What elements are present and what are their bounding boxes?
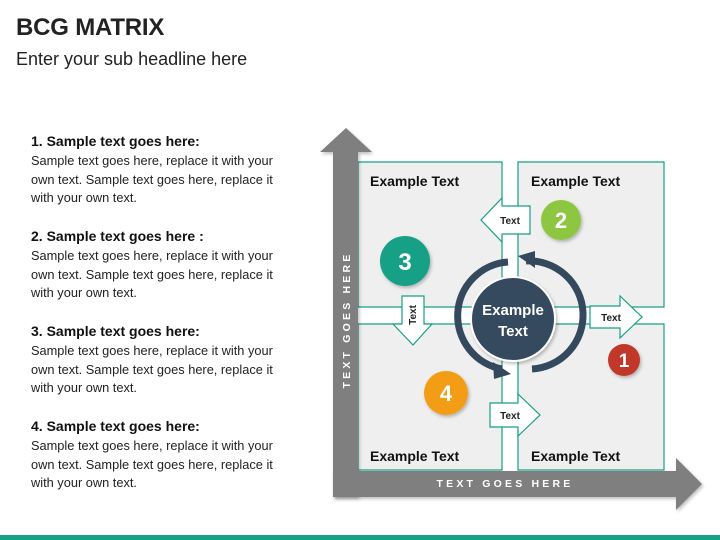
point-4: 4. Sample text goes here: Sample text go… <box>31 418 291 493</box>
bottom-accent-bar <box>0 535 720 540</box>
point-4-body: Sample text goes here, replace it with y… <box>31 438 273 491</box>
arrow-down <box>391 295 434 346</box>
center-ring-arrowhead-right <box>518 251 535 268</box>
badge-3 <box>380 236 430 286</box>
arrow-right <box>589 294 643 340</box>
arrow-down-label: Text <box>408 304 419 324</box>
arrow-bottom <box>489 392 541 438</box>
center-ring-arrowhead-left <box>493 362 511 379</box>
badge-4-label: 4 <box>440 381 453 406</box>
center-circle <box>470 276 556 362</box>
point-1-body: Sample text goes here, replace it with y… <box>31 153 273 206</box>
point-1-heading: 1. Sample text goes here: <box>31 133 200 149</box>
arrow-left-label: Text <box>500 216 520 227</box>
center-ring-left <box>454 258 509 373</box>
badge-2 <box>541 200 581 240</box>
point-2-heading: 2. Sample text goes here : <box>31 228 204 244</box>
badge-3-label: 3 <box>398 249 411 276</box>
point-1: 1. Sample text goes here: Sample text go… <box>31 133 291 208</box>
point-4-heading: 4. Sample text goes here: <box>31 418 200 434</box>
page-title: BCG MATRIX <box>16 14 165 41</box>
badge-1-label: 1 <box>619 351 630 372</box>
badge-4 <box>424 371 468 415</box>
center-text-line1: Example <box>482 302 544 319</box>
center-ring-right <box>525 257 587 373</box>
page-subtitle: Enter your sub headline here <box>16 49 248 69</box>
x-axis-label: TEXT GOES HERE <box>437 478 574 490</box>
quadrant-bottom-right-label: Example Text <box>531 448 621 464</box>
point-3-body: Sample text goes here, replace it with y… <box>31 343 273 396</box>
point-3: 3. Sample text goes here: Sample text go… <box>31 323 291 398</box>
badge-2-label: 2 <box>555 208 567 233</box>
badge-1 <box>608 344 640 376</box>
y-axis-arrow <box>320 128 372 497</box>
arrow-left <box>480 196 531 244</box>
point-3-heading: 3. Sample text goes here: <box>31 323 200 339</box>
y-axis-label: TEXT GOES HERE <box>341 252 353 389</box>
arrow-right-label: Text <box>601 313 621 324</box>
quadrant-top-left-label: Example Text <box>370 173 460 189</box>
arrow-bottom-label: Text <box>500 411 520 422</box>
x-axis-arrow <box>333 458 702 510</box>
quadrant-top-right-label: Example Text <box>531 173 621 189</box>
point-2-body: Sample text goes here, replace it with y… <box>31 248 273 301</box>
center-text-line2: Text <box>498 323 528 340</box>
point-2: 2. Sample text goes here : Sample text g… <box>31 228 291 303</box>
quadrant-bottom-left-label: Example Text <box>370 448 460 464</box>
